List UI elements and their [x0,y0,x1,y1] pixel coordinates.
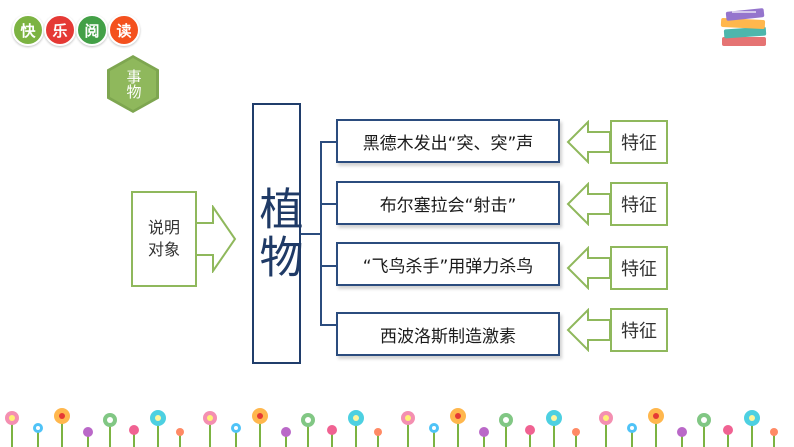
center-box: 植物 [252,103,303,364]
left-arrow-icon-4 [566,308,611,352]
badge-le: 乐 [44,14,76,46]
badge-yue: 阅 [76,14,108,46]
left-arrow-icon-3 [566,246,611,290]
badge-kuai: 快 [12,14,44,46]
left-arrow-icon-1 [566,120,611,164]
connector-branch-2 [320,203,336,205]
flower-border-decoration [5,407,779,447]
feature-label-2: 特征 [610,182,668,226]
right-arrow-icon [195,205,237,273]
branch-box-4: 西波洛斯制造激素 [336,312,560,356]
branch-box-3: “飞鸟杀手”用弹力杀鸟 [336,242,560,286]
object-line2: 对象 [147,240,180,259]
feature-label-1: 特征 [610,120,668,164]
books-icon [720,8,767,46]
badge-du: 读 [108,14,140,46]
object-line1: 说明 [147,218,180,237]
connector-center [301,233,321,235]
left-arrow-icon-2 [566,182,611,226]
feature-label-4: 特征 [610,308,668,352]
feature-label-3: 特征 [610,246,668,290]
connector-branch-3 [320,265,336,267]
branch-box-1: 黑德木发出“突、突”声 [336,119,560,163]
connector-trunk [320,141,322,325]
object-box: 说明 对象 [131,191,197,287]
connector-branch-4 [320,324,336,326]
branch-box-2: 布尔塞拉会“射击” [336,181,560,225]
connector-branch-1 [320,141,336,143]
